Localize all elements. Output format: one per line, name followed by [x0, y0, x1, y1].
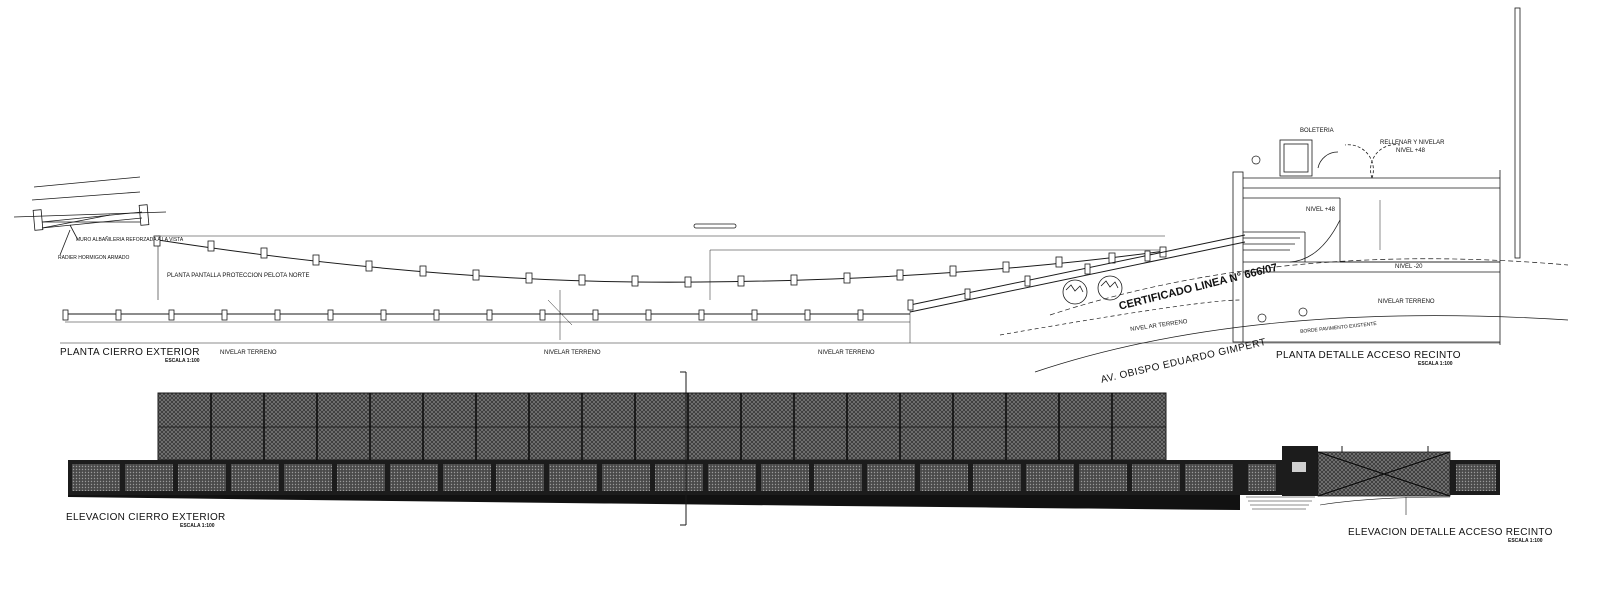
- wall-detail-note: MURO ALBAÑILERIA REFORZADA A LA VISTA: [76, 237, 184, 243]
- plan-access-scale: ESCALA 1:100: [1418, 361, 1453, 367]
- survey-points: [1251, 155, 1308, 323]
- fence-post-markers: [62, 250, 1151, 321]
- dimension-ticks: [547, 290, 573, 340]
- level-note-20: NIVEL -20: [1395, 264, 1423, 270]
- level-note-48a: NIVEL +48: [1396, 148, 1425, 154]
- plan-fence-scale: ESCALA 1:100: [165, 358, 200, 364]
- terrain-note-3: NIVELAR TERRENO: [818, 350, 875, 356]
- plan-access-title: PLANTA DETALLE ACCESO RECINTO: [1276, 350, 1461, 361]
- elev-access-scale: ESCALA 1:100: [1508, 538, 1543, 544]
- terrain-note-4: NIVELAR TERRENO: [1378, 299, 1435, 305]
- site-curves: [999, 258, 1569, 373]
- plan-fence-title: PLANTA CIERRO EXTERIOR: [60, 347, 200, 358]
- protection-net-note: PLANTA PANTALLA PROTECCION PELOTA NORTE: [167, 273, 310, 279]
- net-post-markers: [153, 235, 1167, 288]
- fence-line-plan: [60, 234, 1500, 344]
- wall-detail-sketch: [13, 176, 167, 256]
- ticket-office-label: BOLETERIA: [1300, 128, 1334, 134]
- net-elevation: [157, 392, 1167, 461]
- protection-net-plan: [157, 235, 1166, 300]
- elev-fence-title: ELEVACION CIERRO EXTERIOR: [66, 512, 226, 523]
- access-gate-elevation: [1246, 446, 1451, 515]
- elev-fence-scale: ESCALA 1:100: [180, 523, 215, 529]
- terrain-note-1: NIVELAR TERRENO: [220, 350, 277, 356]
- beam-detail-note: RADIER HORMIGON ARMADO: [58, 255, 130, 261]
- fill-level-note: RELLENAR Y NIVELAR: [1380, 140, 1445, 146]
- access-plan: [1232, 7, 1521, 345]
- terrain-note-2: NIVELAR TERRENO: [544, 350, 601, 356]
- scale-bar-marker: [693, 223, 737, 229]
- level-note-48b: NIVEL +48: [1306, 207, 1335, 213]
- fence-elevation: [68, 460, 1500, 510]
- section-cut-mark: [680, 371, 687, 526]
- elev-access-title: ELEVACION DETALLE ACCESO RECINTO: [1348, 527, 1553, 538]
- tree-symbols: [1062, 275, 1123, 305]
